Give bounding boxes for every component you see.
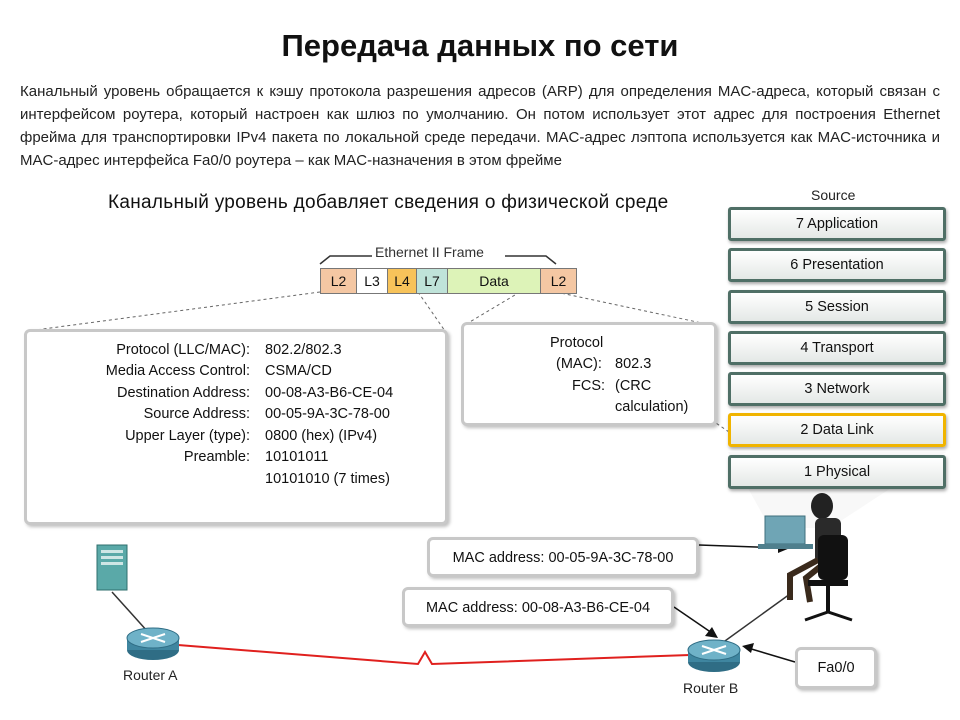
trailer-callout-right [555, 291, 717, 327]
trailer-protocol-label: Protocol [550, 335, 604, 351]
detail-value: 00-08-A3-B6-CE-04 [265, 385, 394, 401]
frame-title: Ethernet II Frame [375, 244, 484, 260]
detail-value: 00-05-9A-3C-78-00 [265, 406, 390, 422]
frame-cell-l7: L7 [417, 269, 448, 293]
header-callout-left [27, 291, 321, 332]
router-b-icon [687, 639, 741, 672]
detail-value: 0800 (hex) (IPv4) [265, 428, 378, 444]
trailer-mac-label: (MAC): [556, 356, 602, 372]
subheading: Канальный уровень добавляет сведения о ф… [108, 192, 669, 213]
detail-value: CSMA/CD [265, 363, 332, 379]
osi-layer-physical: 1 Physical [728, 455, 946, 489]
router-a-label: Router A [123, 667, 178, 683]
router-a-icon [126, 627, 180, 660]
detail-label: Preamble: [183, 449, 250, 465]
header-callout-right [417, 291, 446, 332]
frame-cell-l3: L3 [357, 269, 388, 293]
frame-cell-l2-trailer: L2 [541, 269, 576, 293]
arrow-to-router-b-head [705, 627, 718, 638]
detail-label: Source Address: [143, 406, 250, 422]
detail-label: Media Access Control: [105, 363, 250, 379]
osi-source-label: Source [811, 187, 856, 203]
trailer-fcs-value-cont: calculation) [615, 399, 689, 415]
interface-box: Fa0/0 [795, 647, 877, 689]
laptop-user-icon [758, 493, 853, 622]
ethernet-frame: L2 L3 L4 L7 Data L2 [320, 268, 577, 294]
detail-value: 10101011 [265, 449, 329, 465]
osi-layer-session: 5 Session [728, 290, 946, 324]
arrow-to-interface-head [742, 643, 754, 653]
server-icon [96, 544, 128, 591]
mac-source-box: MAC address: 00-05-9A-3C-78-00 [427, 537, 699, 577]
slide-title: Передача данных по сети [281, 28, 679, 63]
osi-layer-transport: 4 Transport [728, 331, 946, 365]
mac-destination-box: MAC address: 00-08-A3-B6-CE-04 [402, 587, 674, 627]
trailer-callout-left [462, 291, 521, 327]
osi-layer-application: 7 Application [728, 207, 946, 241]
osi-layer-presentation: 6 Presentation [728, 248, 946, 282]
detail-label: Protocol (LLC/MAC): [116, 342, 250, 358]
trailer-details-box: Protocol (MAC): 802.3 FCS: (CRC calculat… [461, 322, 717, 426]
frame-cell-data: Data [448, 269, 541, 293]
arrow-to-router-b [673, 606, 713, 634]
osi-layer-data-link: 2 Data Link [728, 413, 946, 447]
frame-cell-l4: L4 [388, 269, 417, 293]
detail-value: 10101010 (7 times) [265, 471, 390, 487]
trailer-fcs-label: FCS: [572, 378, 606, 394]
server-link [111, 591, 149, 633]
trailer-mac-value: 802.3 [615, 356, 652, 372]
detail-value: 802.2/802.3 [265, 342, 342, 358]
header-details-box: Protocol (LLC/MAC): 802.2/802.3 Media Ac… [24, 329, 448, 525]
trailer-fcs-value: (CRC [615, 378, 652, 394]
detail-label: Destination Address: [117, 385, 250, 401]
arrow-to-interface [747, 647, 796, 663]
detail-label: Upper Layer (type): [125, 428, 250, 444]
intro-paragraph: Канальный уровень обращается к кэшу прот… [20, 83, 940, 169]
frame-cell-l2-header: L2 [321, 269, 357, 293]
serial-link [177, 644, 691, 666]
frame-bracket-left [319, 255, 372, 265]
router-b-label: Router B [683, 680, 739, 696]
lan-link [717, 593, 791, 647]
osi-layer-network: 3 Network [728, 372, 946, 406]
frame-bracket-right [505, 255, 557, 265]
